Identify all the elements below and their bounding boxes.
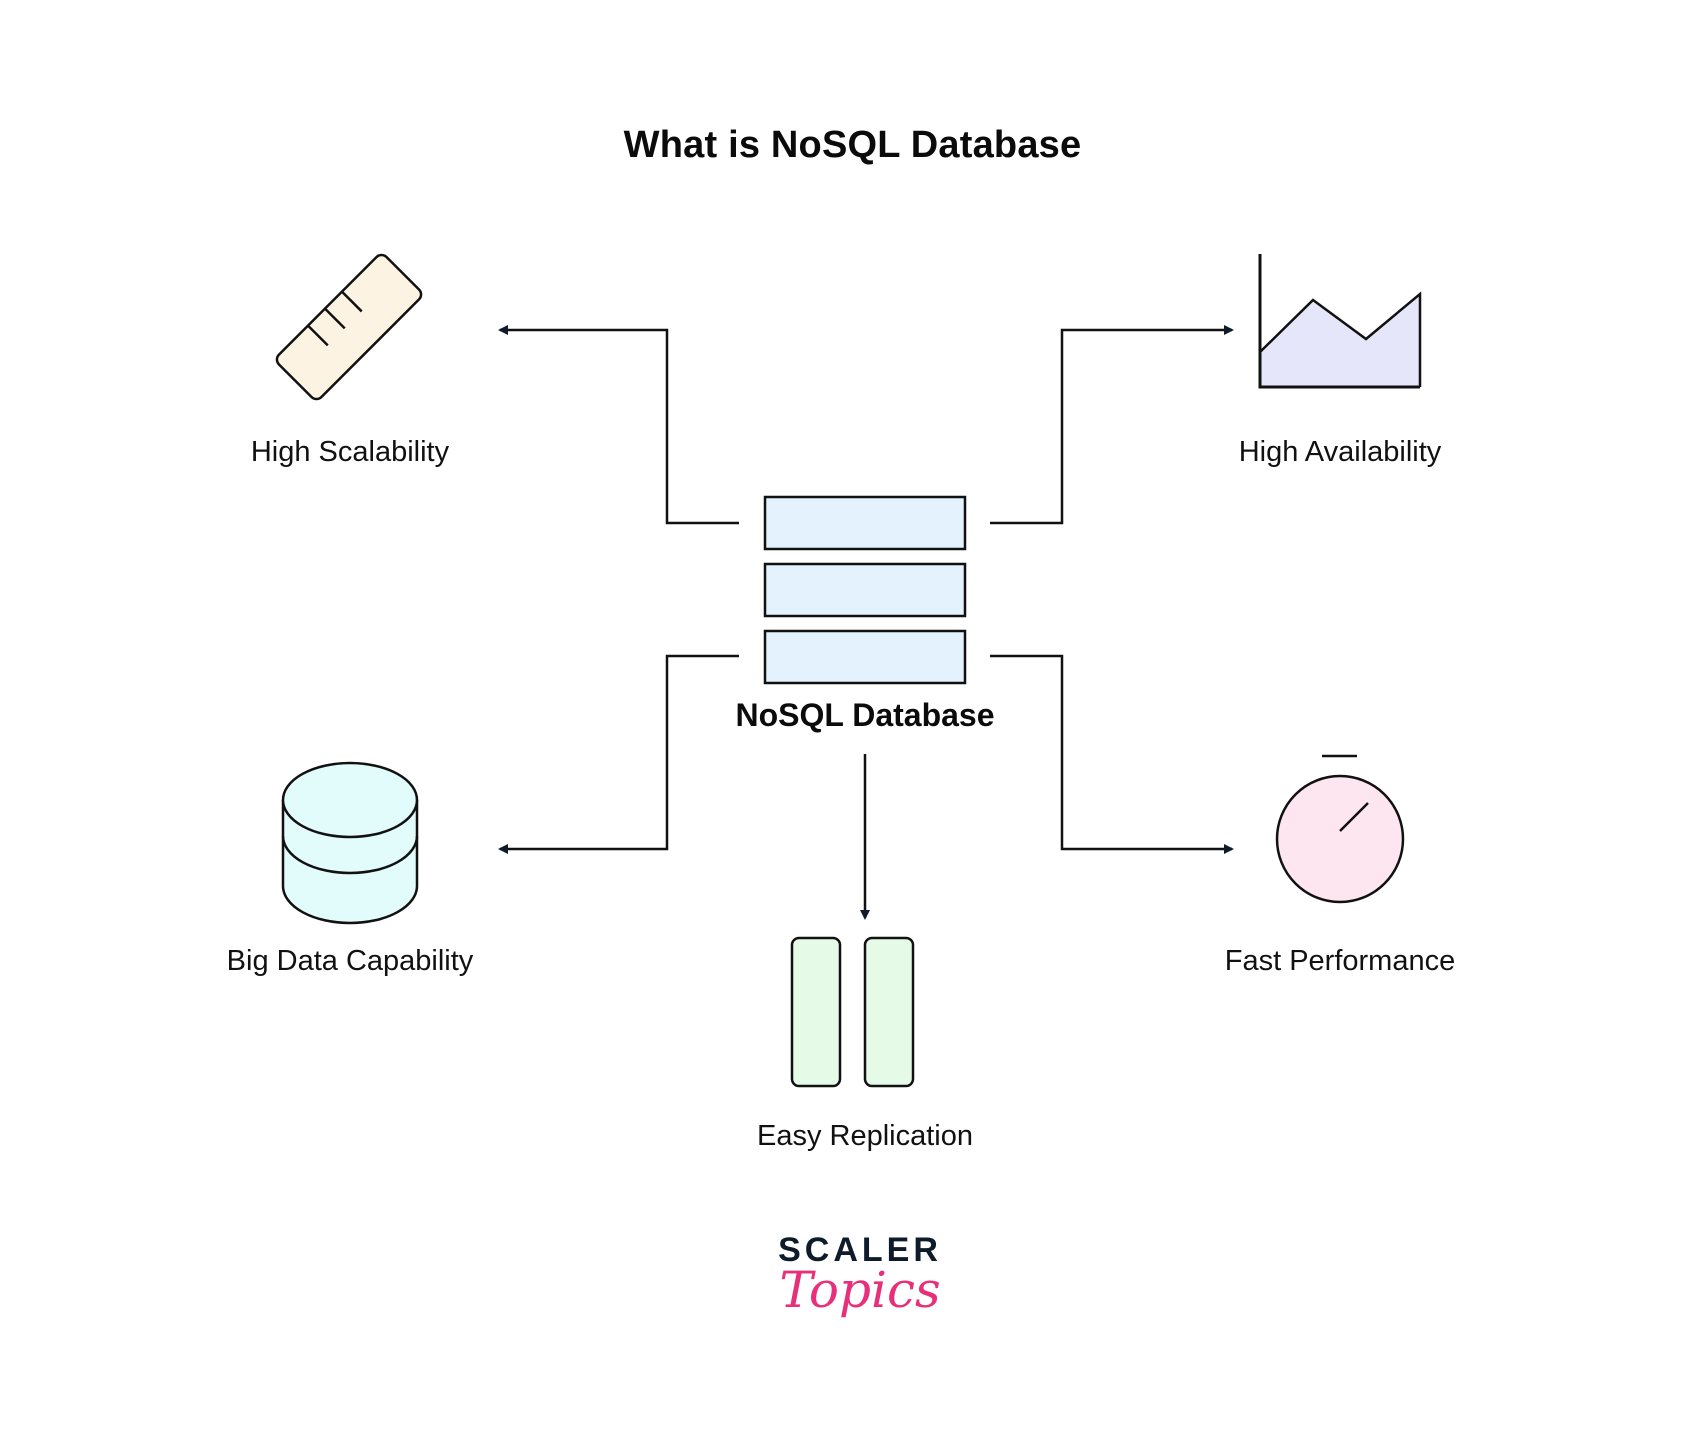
- ruler-icon: [275, 253, 423, 401]
- feature-label-big-data-capability: Big Data Capability: [226, 945, 474, 977]
- replica-bar: [863, 936, 915, 1088]
- logo-topics-text: Topics: [779, 1261, 941, 1319]
- connector-big-data-capability: [498, 654, 739, 854]
- feature-label-high-scalability: High Scalability: [250, 436, 450, 468]
- database-layer: [763, 562, 967, 618]
- database-stack-icon: [763, 495, 967, 685]
- connector-high-scalability: [498, 325, 739, 525]
- connector-fast-performance: [990, 654, 1234, 854]
- stopwatch-icon: [1275, 754, 1405, 904]
- logo-scaler-text: SCALER: [778, 1231, 942, 1269]
- database-layer: [763, 629, 967, 685]
- scaler-topics-logo: SCALER Topics: [760, 1232, 960, 1316]
- replica-bar: [790, 936, 842, 1088]
- database-cylinder-icon: [281, 761, 419, 925]
- page-title: What is NoSQL Database: [623, 124, 1082, 166]
- area-chart-icon: [1258, 254, 1422, 389]
- feature-label-easy-replication: Easy Replication: [757, 1120, 973, 1152]
- connector-high-availability: [990, 325, 1234, 525]
- database-layer: [763, 495, 967, 551]
- center-label: NoSQL Database: [735, 697, 995, 733]
- feature-label-high-availability: High Availability: [1238, 436, 1442, 468]
- replica-bars-icon: [790, 936, 915, 1088]
- feature-label-fast-performance: Fast Performance: [1224, 945, 1456, 977]
